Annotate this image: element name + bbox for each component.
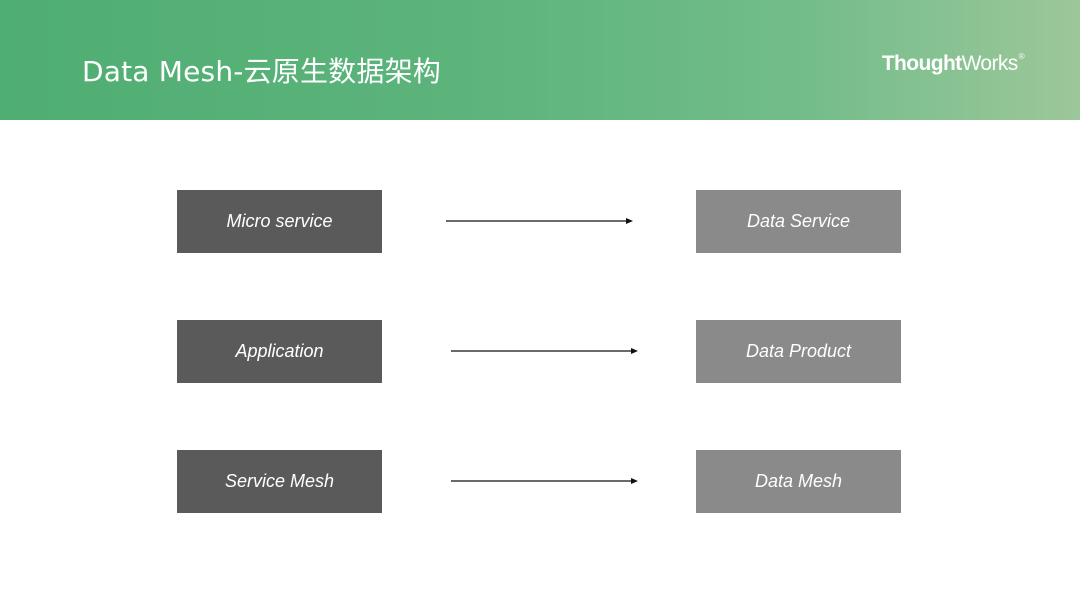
arrow-icon: [451, 345, 639, 357]
registered-mark: ®: [1018, 52, 1025, 61]
box-data-product: Data Product: [696, 320, 901, 383]
logo-text-light: Works: [961, 52, 1019, 75]
arrow-icon: [451, 475, 639, 487]
box-data-service: Data Service: [696, 190, 901, 253]
arrow-icon: [446, 215, 634, 227]
box-service-mesh: Service Mesh: [177, 450, 382, 513]
box-data-mesh: Data Mesh: [696, 450, 901, 513]
slide-title: Data Mesh-云原生数据架构: [82, 55, 441, 88]
box-micro-service: Micro service: [177, 190, 382, 253]
logo-text-bold: Thought: [881, 52, 962, 75]
slide-header: Data Mesh-云原生数据架构 ThoughtWorks®: [0, 0, 1080, 120]
box-application: Application: [177, 320, 382, 383]
thoughtworks-logo: ThoughtWorks®: [881, 52, 1025, 76]
